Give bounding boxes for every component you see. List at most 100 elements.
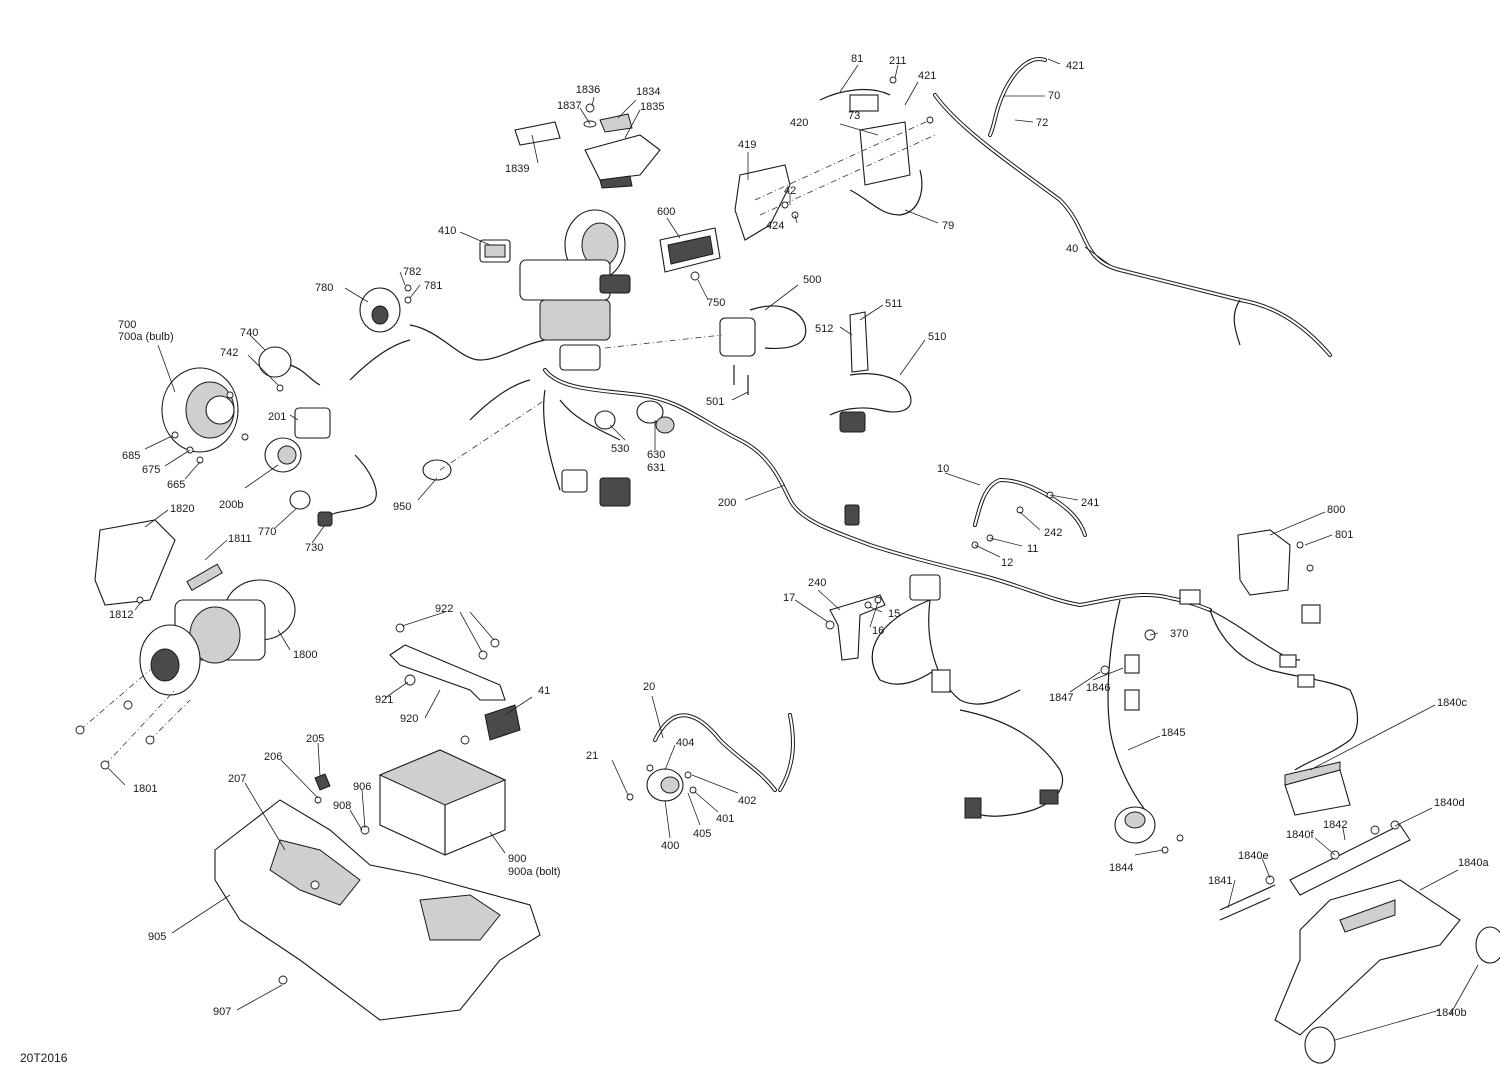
main-harness-wires [329, 57, 1359, 817]
callout-750: 750 [707, 297, 725, 309]
callout-500: 500 [803, 274, 821, 286]
ecu-module-600 [659, 227, 721, 281]
callout-530: 530 [611, 443, 629, 455]
callout-908: 908 [333, 800, 351, 812]
callout-730: 730 [305, 542, 323, 554]
license-plate-bracket-1840a [1274, 879, 1500, 1064]
callout-510: 510 [928, 331, 946, 343]
headlight-700 [161, 367, 249, 464]
callout-402: 402 [738, 795, 756, 807]
tail-light-1840c [1284, 761, 1351, 816]
module-800 [1237, 529, 1314, 596]
callout-801: 801 [1335, 529, 1353, 541]
callout-1846: 1846 [1086, 682, 1110, 694]
callout-685: 685 [122, 450, 140, 462]
sensor-770-730 [289, 490, 333, 527]
central-harness-hub [519, 209, 631, 371]
callout-15: 15 [888, 608, 900, 620]
callout-900: 900 [508, 853, 526, 865]
battery-900 [378, 749, 507, 856]
callout-780: 780 [315, 282, 333, 294]
winch-1800 [75, 519, 296, 770]
callout-665: 665 [167, 479, 185, 491]
callout-1837: 1837 [557, 100, 581, 112]
callout-201: 201 [268, 411, 286, 423]
callout-81: 81 [851, 53, 863, 65]
callout-1844: 1844 [1109, 862, 1133, 874]
callout-907: 907 [213, 1006, 231, 1018]
callout-1834: 1834 [636, 86, 660, 98]
callout-16: 16 [872, 625, 884, 637]
switch-950 [422, 399, 546, 481]
callout-10: 10 [937, 463, 949, 475]
callout-770: 770 [258, 526, 276, 538]
callout-42: 42 [784, 185, 796, 197]
callout-79: 79 [942, 220, 954, 232]
callout-41: 41 [538, 685, 550, 697]
callout-905: 905 [148, 931, 166, 943]
horn-780 [359, 284, 412, 333]
callout-1835: 1835 [640, 101, 664, 113]
callout-511: 511 [885, 298, 903, 310]
callout-1840f: 1840f [1286, 829, 1314, 841]
actuator-1845 [1114, 806, 1184, 854]
callout-241: 241 [1081, 497, 1099, 509]
callout-20: 20 [643, 681, 655, 693]
callout-600: 600 [657, 206, 675, 218]
callout-950: 950 [393, 501, 411, 513]
diagram-code: 20T2016 [20, 1051, 68, 1065]
sensors-530-630 [561, 400, 675, 507]
callout-1820: 1820 [170, 503, 194, 515]
callout-1811: 1811 [228, 533, 252, 545]
callout-781: 781 [424, 280, 442, 292]
callout-501: 501 [706, 396, 724, 408]
callout-11: 11 [1027, 543, 1038, 555]
bracket-419 [734, 116, 936, 241]
callout-207: 207 [228, 773, 246, 785]
callout-70: 70 [1048, 90, 1060, 102]
callout-675: 675 [142, 464, 160, 476]
callout-900a-bolt: 900a (bolt) [508, 866, 561, 878]
callout-242: 242 [1044, 527, 1062, 539]
bracket-511 [839, 311, 869, 433]
callout-1839: 1839 [505, 163, 529, 175]
callout-40: 40 [1066, 243, 1078, 255]
callout-labels: 1836 1834 1837 1835 1839 81 211 421 421 … [20, 53, 1489, 1065]
callout-200b: 200b [219, 499, 243, 511]
callout-906: 906 [353, 781, 371, 793]
callout-922: 922 [435, 603, 453, 615]
battery-tray-905 [214, 773, 541, 1021]
callout-1840b: 1840b [1436, 1007, 1467, 1019]
callout-1840e: 1840e [1238, 850, 1269, 862]
light-740 [258, 346, 321, 392]
bracket-240 [825, 594, 886, 661]
callout-211: 211 [889, 55, 907, 67]
callout-800: 800 [1327, 504, 1345, 516]
callout-401: 401 [716, 813, 734, 825]
bulb-socket-200b [264, 437, 302, 473]
callout-700a-bulb: 700a (bulb) [118, 331, 174, 343]
callout-21: 21 [586, 750, 598, 762]
module-500 [604, 305, 807, 395]
callout-1812: 1812 [109, 609, 133, 621]
callout-410: 410 [438, 225, 456, 237]
connector-81 [819, 76, 897, 112]
callout-73: 73 [848, 110, 860, 122]
callout-370: 370 [1170, 628, 1188, 640]
callout-419: 419 [738, 139, 756, 151]
callout-512: 512 [815, 323, 833, 335]
callout-1836: 1836 [576, 84, 600, 96]
callout-921: 921 [375, 694, 393, 706]
callout-740: 740 [240, 327, 258, 339]
bracket-group-1835 [514, 103, 661, 189]
callout-742: 742 [220, 347, 238, 359]
starter-solenoid-400 [626, 764, 697, 802]
callout-631: 631 [647, 462, 665, 474]
callout-420: 420 [790, 117, 808, 129]
callout-1840c: 1840c [1437, 697, 1467, 709]
bracket-1840d [1219, 820, 1411, 921]
callout-1847: 1847 [1049, 692, 1073, 704]
callout-400: 400 [661, 840, 679, 852]
callout-72: 72 [1036, 117, 1048, 129]
